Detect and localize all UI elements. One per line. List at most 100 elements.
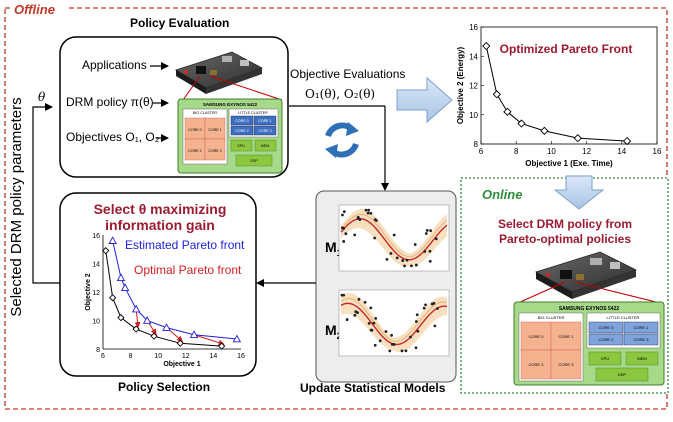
band-line (340, 213, 448, 258)
observation-point (403, 264, 406, 268)
x-tick-label: 12 (582, 147, 591, 156)
big-core-2-bottom: CORE 2 (529, 362, 545, 367)
little-core-3-top: CORE 3 (258, 129, 271, 133)
soc-title-top: SAMSUNG EXYNOS 5422 (203, 102, 258, 107)
little-cluster-label-bottom: LITTLE CLUSTER (607, 315, 640, 320)
x-tick-label: 14 (617, 147, 626, 156)
data-point (492, 90, 501, 99)
y-tick-label: 8 (96, 347, 100, 354)
selection-title-line1: Select θ maximizing (94, 201, 227, 217)
big-core-1-bottom: CORE 1 (559, 334, 575, 339)
observation-point (370, 328, 374, 332)
optimal-point (109, 294, 117, 302)
policy-evaluation-title: Policy Evaluation (130, 16, 229, 30)
policy-selection-label: Policy Selection (118, 380, 210, 394)
optimal-point (102, 247, 110, 255)
soc-title-bottom: SAMSUNG EXYNOS 5422 (559, 306, 620, 312)
side-label: Selected DRM policy parameters (8, 97, 25, 316)
little-cluster-label-top: LITTLE CLUSTER (238, 111, 268, 115)
little-core-2-bottom: CORE 2 (599, 337, 615, 342)
observation-point (353, 313, 357, 317)
observation-point (357, 297, 361, 301)
observation-point (340, 293, 344, 297)
estimated-point (162, 323, 171, 331)
observation-point (366, 211, 370, 215)
big-core-3-top: CORE 3 (208, 149, 221, 153)
y-tick-label: 10 (92, 319, 100, 326)
mem-label-top: MEM (261, 144, 269, 148)
selection-title-line2: information gain (105, 217, 215, 233)
big-cluster-label-bottom: BIG CLUSTER (538, 315, 565, 320)
little-core-1-top: CORE 1 (258, 119, 271, 123)
data-point (482, 41, 491, 51)
gp-model-m2 (338, 289, 450, 357)
online-select-line1: Select DRM policy from (498, 217, 632, 231)
y-tick-label: 10 (469, 111, 478, 120)
x-tick-label: 16 (653, 147, 662, 156)
input-applications: Applications (82, 58, 147, 72)
observation-point (405, 258, 409, 262)
input-drm-policy: DRM policy π(θ) (66, 95, 154, 109)
estimated-point (116, 273, 126, 281)
observation-point (344, 232, 348, 236)
x-tick-label: 12 (182, 353, 190, 360)
estimated-point (120, 283, 130, 291)
observation-point (410, 264, 413, 268)
estimated-point (232, 334, 242, 343)
big-core-2-top: CORE 2 (188, 149, 201, 153)
observation-point (385, 257, 389, 261)
observation-point (436, 307, 439, 310)
observation-point (356, 215, 360, 219)
observation-point (373, 218, 377, 221)
observation-point (373, 236, 377, 240)
plot-frame (480, 26, 658, 145)
observation-point (372, 321, 376, 325)
estimated-point (131, 304, 141, 313)
optimal-point (117, 314, 125, 322)
little-core-2-top: CORE 2 (235, 129, 248, 133)
little-core-3-bottom: CORE 3 (634, 337, 650, 342)
little-core-1-bottom: CORE 1 (634, 325, 650, 330)
observation-point (424, 232, 428, 235)
y-axis-label: Objective 2 (Energy) (456, 46, 465, 124)
observation-point (369, 211, 373, 215)
x-axis-label: Objective 1 (Exe. Time) (525, 159, 613, 168)
observation-point (424, 303, 427, 307)
update-models-label: Update Statistical Models (300, 381, 446, 395)
observation-point (345, 318, 349, 321)
feedback-line (32, 103, 60, 284)
online-select-line2: Pareto-optimal policies (499, 232, 631, 246)
little-core-0-bottom: CORE 0 (599, 325, 615, 330)
theta-label: θ (38, 90, 46, 104)
observation-point (353, 233, 357, 237)
observation-point (356, 311, 359, 315)
soc-block-bottom: SAMSUNG EXYNOS 5422 BIG CLUSTER CORE 0 C… (513, 301, 665, 386)
data-point (503, 107, 512, 116)
gp-model-m1 (338, 204, 450, 272)
objective-evaluations-label: Objective Evaluations (290, 67, 405, 81)
legend-estimated: Estimated Pareto front (125, 238, 245, 252)
optimal-point (132, 325, 140, 333)
observation-point (400, 349, 404, 353)
observation-point (367, 208, 371, 212)
y-tick-label: 16 (92, 233, 100, 240)
gpu-label-bottom: GPU (601, 356, 610, 361)
estimated-point (142, 316, 152, 324)
big-core-0-top: CORE 0 (188, 128, 201, 132)
observation-point (423, 250, 427, 253)
data-point (622, 136, 632, 146)
observation-point (369, 306, 373, 310)
observation-point (392, 233, 396, 237)
observation-point (425, 229, 429, 232)
dsp-label-top: DSP (250, 159, 258, 163)
observation-point (428, 259, 432, 263)
legend-optimal: Optimal Pareto front (134, 263, 242, 277)
estimated-point (189, 330, 199, 338)
observation-point (422, 306, 426, 310)
observation-point (378, 339, 382, 343)
big-core-3-bottom: CORE 3 (559, 362, 575, 367)
y-axis-label: Objective 2 (85, 273, 92, 310)
observation-point (395, 256, 399, 260)
